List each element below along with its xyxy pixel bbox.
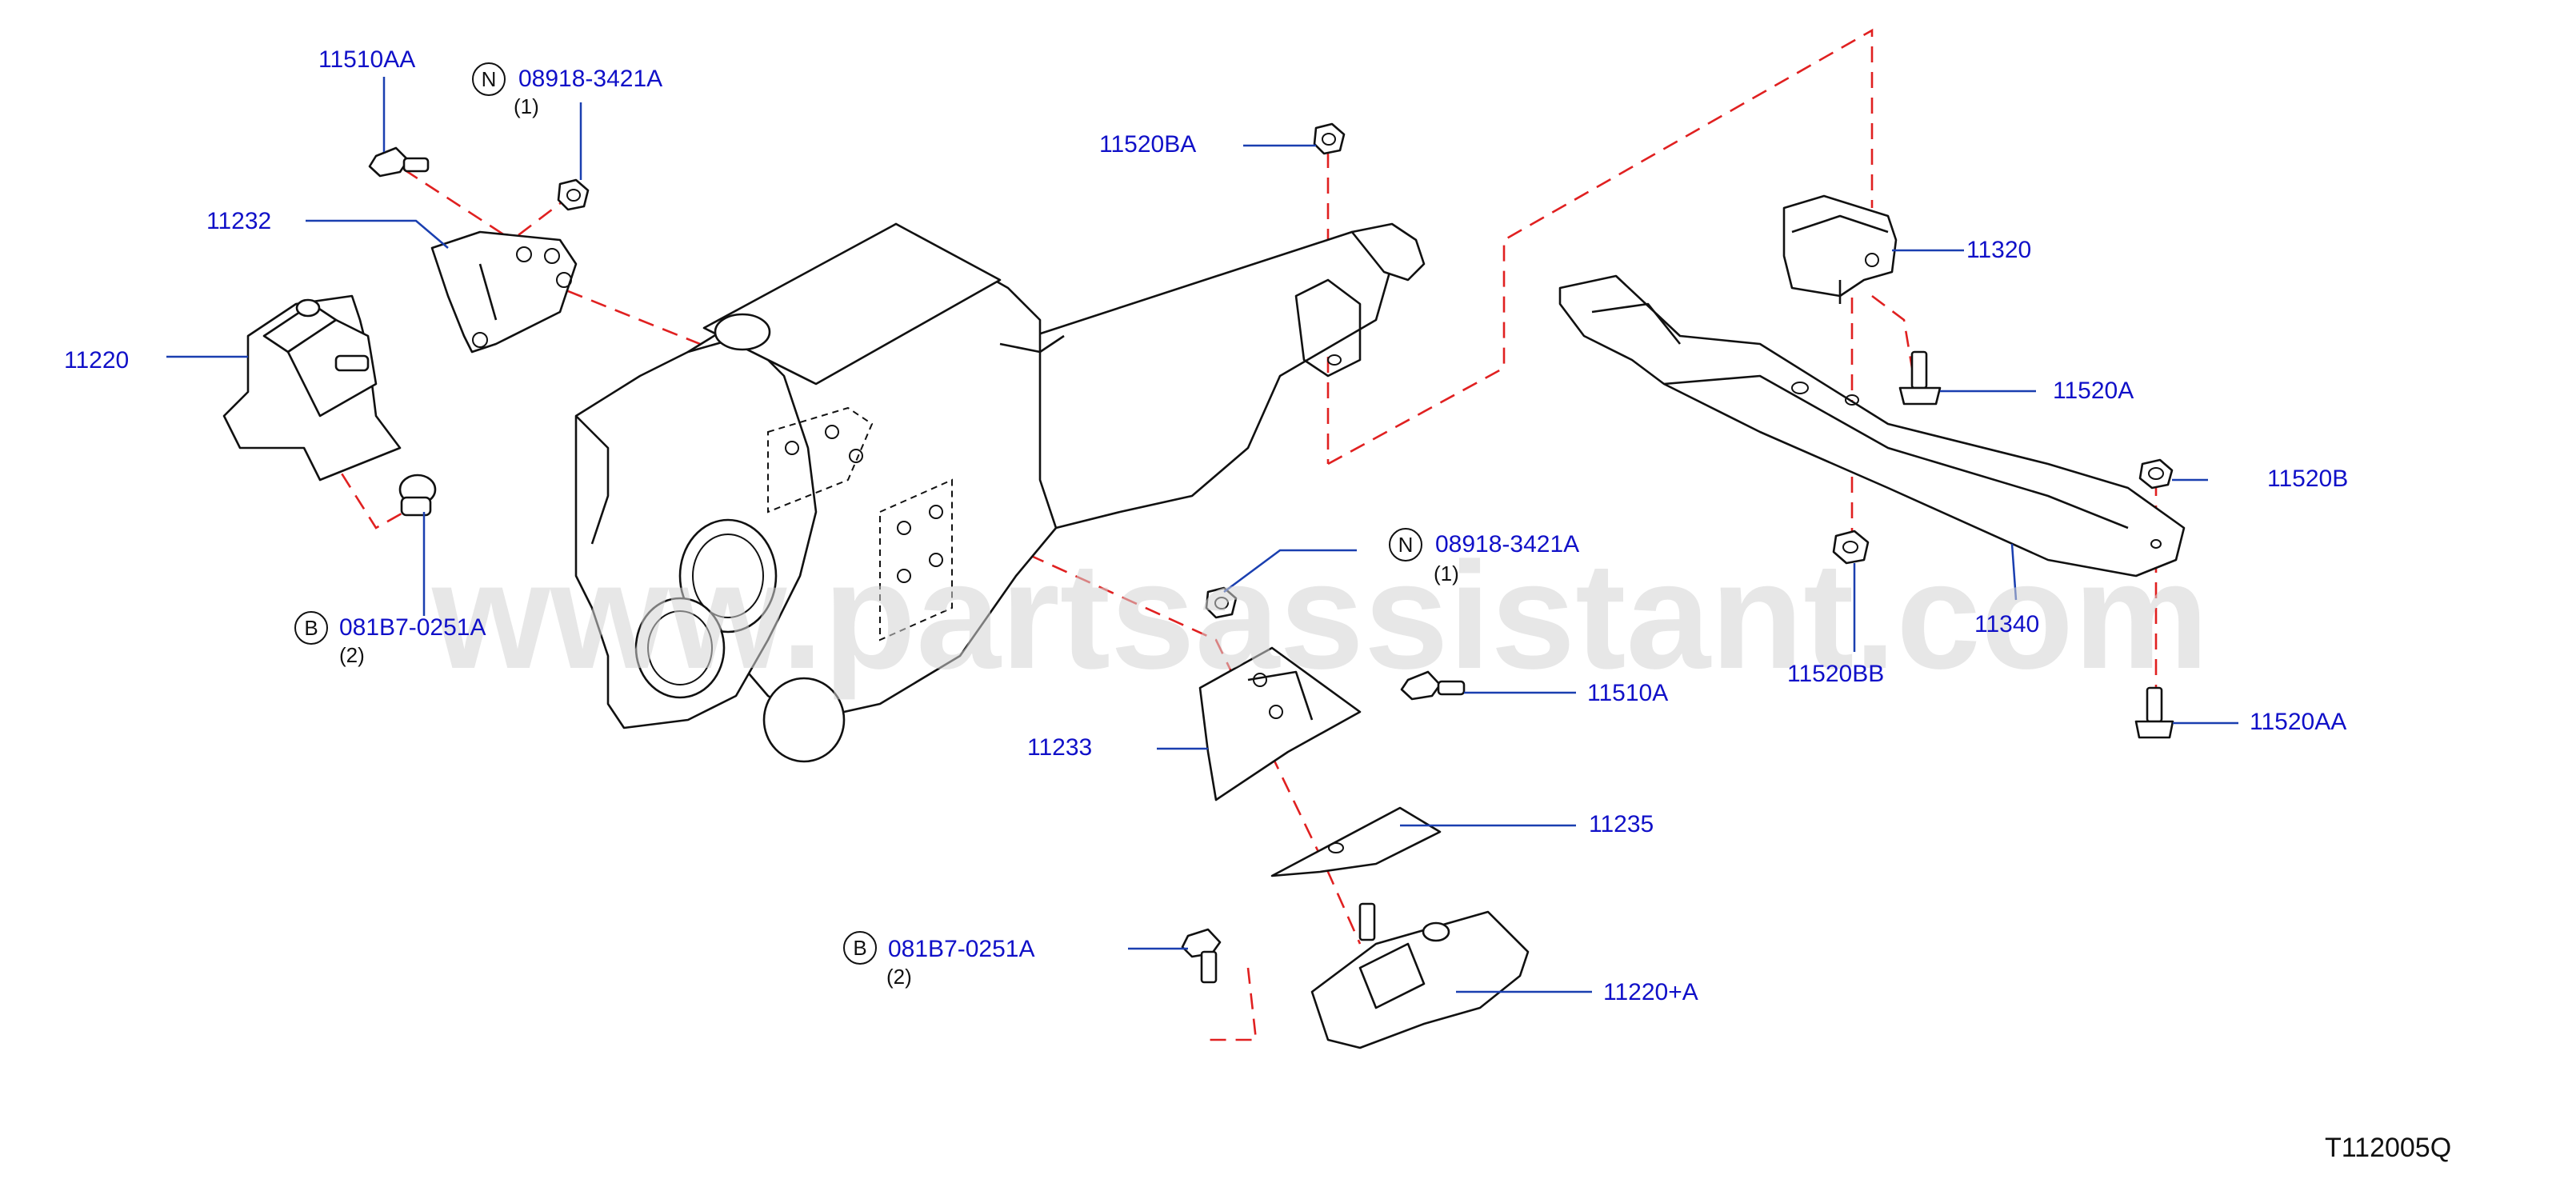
nut-badge-icon: N <box>472 62 506 96</box>
quantity-081B7-left: (2) <box>339 643 365 667</box>
part-label-11520BB[interactable]: 11520BB <box>1787 661 1885 687</box>
part-label-11320[interactable]: 11320 <box>1966 237 2032 263</box>
bolt-badge-icon: B <box>843 931 877 965</box>
engine-mount-insulator-11220 <box>222 294 402 482</box>
part-label-11520AA[interactable]: 11520AA <box>2250 709 2347 735</box>
bolt-11510AA <box>368 146 430 178</box>
rear-mount-insulator-11320 <box>1782 194 1898 304</box>
part-label-11510AA[interactable]: 11510AA <box>318 46 416 73</box>
bolt-badge-icon: B <box>294 611 328 645</box>
engine-mount-bracket-11233 <box>1198 646 1362 801</box>
part-label-11220A[interactable]: 11220+A <box>1603 979 1698 1005</box>
watermark-text: www.partsassistant.com <box>432 531 2209 701</box>
bolt-081B7-left <box>398 474 437 517</box>
nut-08918-top <box>557 178 590 211</box>
bolt-11520AA <box>2134 686 2174 739</box>
bolt-11520A <box>1898 350 1942 406</box>
bolt-081B7-bottom <box>1181 928 1222 984</box>
part-label-08918-mid[interactable]: 08918-3421A <box>1435 531 1580 558</box>
part-label-11510A[interactable]: 11510A <box>1587 680 1669 706</box>
part-label-11520BA[interactable]: 11520BA <box>1099 131 1197 158</box>
part-label-11233[interactable]: 11233 <box>1027 734 1093 761</box>
nut-11520BA <box>1313 122 1346 155</box>
part-label-11232[interactable]: 11232 <box>206 208 272 234</box>
quantity-08918-top: (1) <box>514 94 539 118</box>
nut-08918-mid <box>1205 586 1238 619</box>
crossmember-11340 <box>1558 274 2186 578</box>
nut-11520BB <box>1832 530 1870 565</box>
part-label-11220[interactable]: 11220 <box>64 347 130 374</box>
mount-plate-11235 <box>1270 806 1442 877</box>
nut-badge-icon: N <box>1389 528 1422 562</box>
part-label-11235[interactable]: 11235 <box>1589 811 1654 837</box>
part-label-11520A[interactable]: 11520A <box>2053 378 2134 404</box>
engine-transmission-assembly <box>574 222 1426 763</box>
leader-lines <box>166 77 2238 993</box>
engine-mount-insulator-11220A <box>1310 902 1530 1049</box>
quantity-08918-mid: (1) <box>1434 562 1459 586</box>
part-label-08918-top[interactable]: 08918-3421A <box>518 66 663 92</box>
engine-mount-bracket-11232 <box>430 230 578 354</box>
bolt-11510A <box>1400 670 1466 701</box>
part-label-11520B[interactable]: 11520B <box>2267 466 2349 492</box>
part-label-11340[interactable]: 11340 <box>1974 611 2040 637</box>
quantity-081B7-bottom: (2) <box>886 965 912 989</box>
nut-11520B <box>2138 458 2174 490</box>
diagram-code: T112005Q <box>2325 1133 2452 1163</box>
part-label-081B7-left[interactable]: 081B7-0251A <box>339 614 486 641</box>
part-label-081B7-bottom[interactable]: 081B7-0251A <box>888 936 1035 962</box>
